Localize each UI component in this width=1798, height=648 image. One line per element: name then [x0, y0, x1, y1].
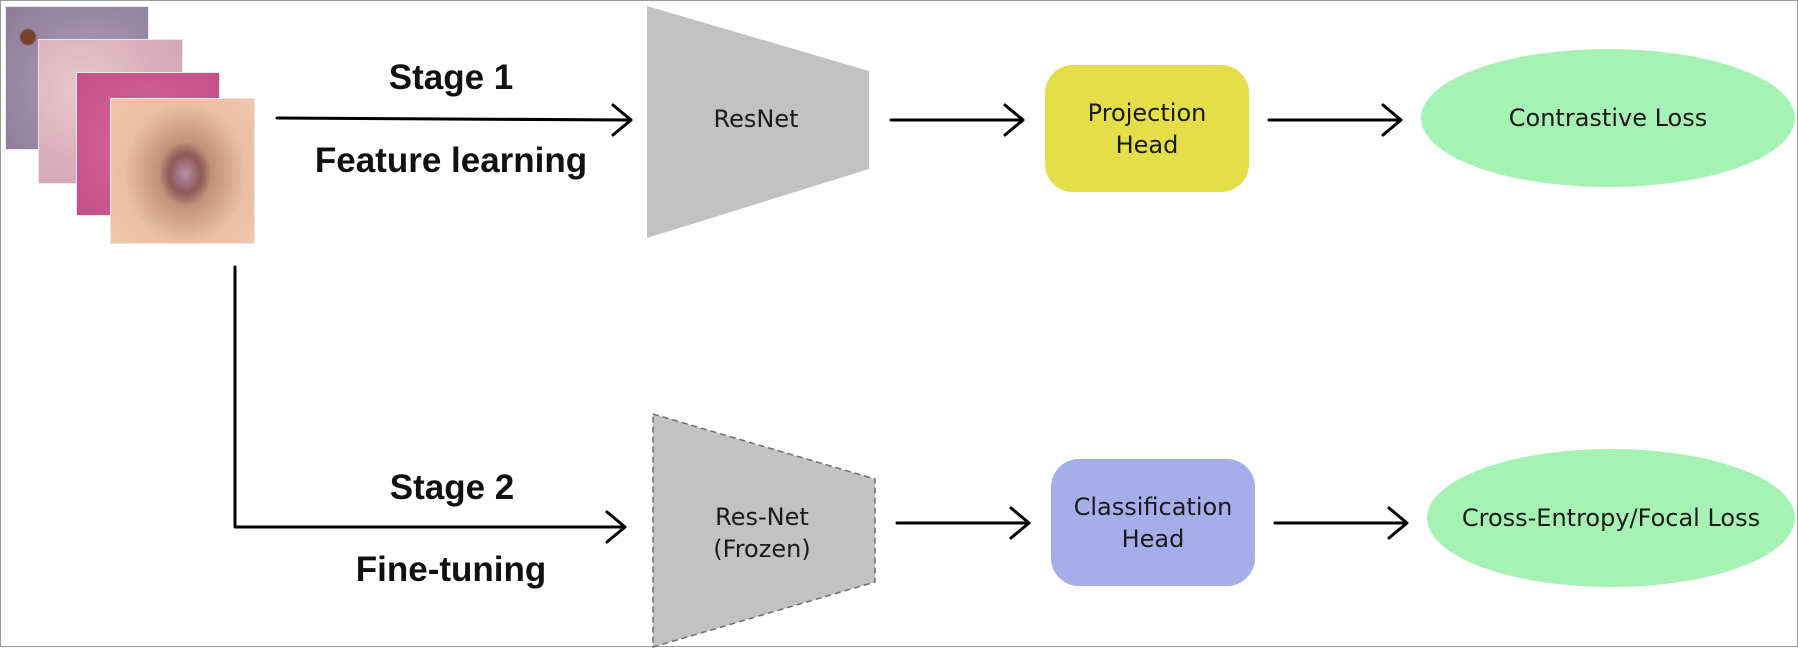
arrow-images-to-resnet — [275, 103, 633, 137]
arrow-resnet-frozen-to-classification-head — [895, 506, 1031, 540]
stage-2-title: Stage 2 — [389, 468, 515, 507]
arrow-resnet-to-projection-head — [889, 103, 1025, 137]
cross-entropy-focal-loss: Cross-Entropy/Focal Loss — [1427, 449, 1795, 587]
stage-1-subtitle: Feature learning — [314, 141, 588, 180]
arrow-classification-head-to-loss — [1273, 506, 1409, 540]
contrastive-loss: Contrastive Loss — [1421, 49, 1795, 187]
stage-1-title: Stage 1 — [388, 58, 514, 97]
arrow-images-to-resnet-frozen — [233, 265, 627, 544]
skin-lesion-image-4 — [110, 98, 255, 244]
stage-2-subtitle: Fine-tuning — [355, 550, 547, 589]
classification-head: Classification Head — [1051, 459, 1255, 586]
resnet-label: ResNet — [713, 105, 799, 133]
resnet-encoder-shape — [647, 6, 869, 238]
resnet-frozen-label: Res-Net (Frozen) — [713, 503, 811, 563]
resnet-frozen-encoder-shape — [652, 412, 876, 648]
projection-head: Projection Head — [1045, 65, 1249, 192]
arrow-projection-head-to-contrastive-loss — [1267, 103, 1403, 137]
